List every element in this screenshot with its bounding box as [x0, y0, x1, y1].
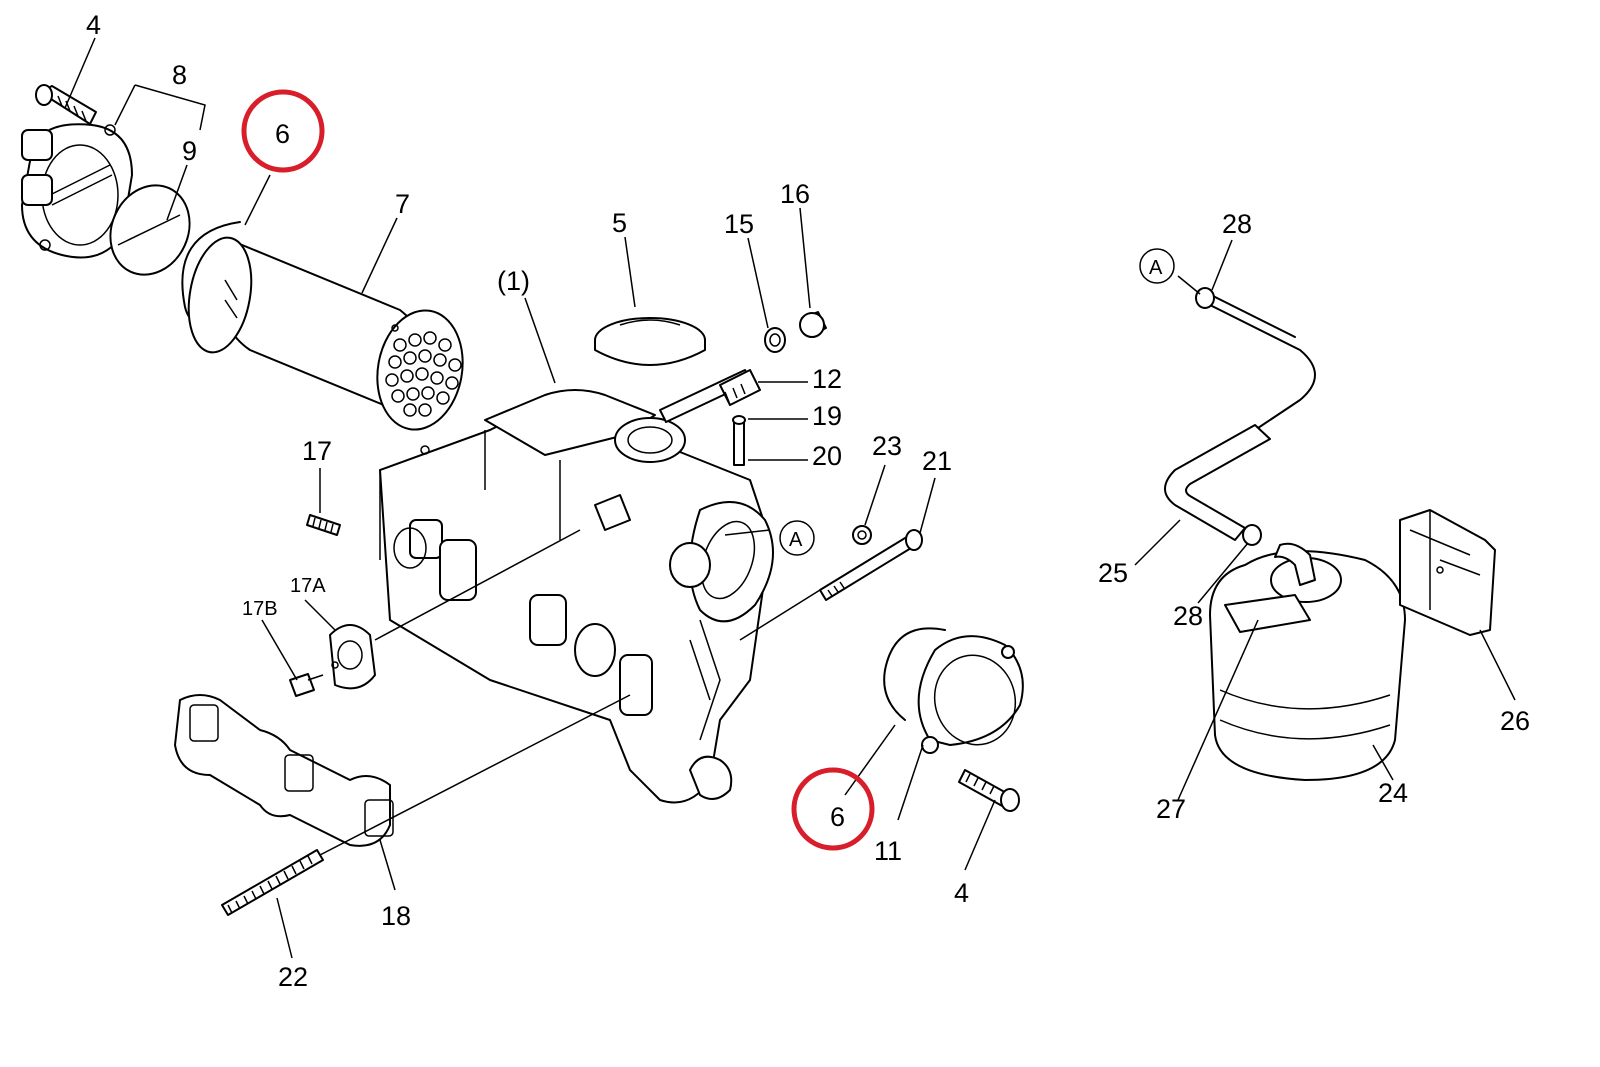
assembly-line-22 — [319, 694, 631, 856]
assembly-line-21 — [739, 589, 821, 641]
bolt-21 — [819, 529, 923, 601]
callout-17B: 17B — [242, 598, 278, 620]
bolt-4-bottom — [958, 769, 1020, 812]
callout-6-top: 6 — [275, 119, 290, 149]
callout-1: (1) — [497, 266, 530, 296]
callout-25: 25 — [1098, 558, 1128, 588]
callout-17A: 17A — [290, 575, 326, 597]
callout-19: 19 — [812, 401, 842, 431]
gasket-17A — [329, 624, 376, 690]
callout-A-right: A — [1149, 257, 1163, 279]
callout-28-top: 28 — [1222, 209, 1252, 239]
reference-circle-A-left — [779, 520, 815, 556]
washer-15 — [764, 327, 786, 353]
callout-4-top: 4 — [86, 10, 101, 40]
clamp-28-top — [1195, 287, 1215, 309]
reference-circle-A-right — [1139, 248, 1175, 284]
callout-9: 9 — [182, 136, 197, 166]
callout-6-bottom: 6 — [830, 802, 845, 832]
highlight-circle-6-bottom — [791, 767, 875, 851]
gasket-18 — [174, 694, 394, 847]
o-ring-6-bottom — [883, 627, 946, 721]
callout-5: 5 — [612, 208, 627, 238]
callout-20: 20 — [812, 441, 842, 471]
assembly-line-17a — [374, 529, 581, 641]
callout-15: 15 — [724, 209, 754, 239]
clamp-28-bottom — [1242, 524, 1262, 546]
callout-24: 24 — [1378, 778, 1408, 808]
callout-7: 7 — [395, 189, 410, 219]
callout-A-left: A — [789, 529, 803, 551]
callout-4-bottom: 4 — [954, 878, 969, 908]
callout-11: 11 — [874, 836, 902, 866]
fitting-12 — [659, 369, 761, 423]
filter-element-7 — [187, 236, 464, 431]
o-ring-9 — [109, 184, 191, 276]
callout-28-bottom: 28 — [1173, 601, 1203, 631]
highlight-circles — [241, 89, 875, 851]
callout-18: 18 — [381, 901, 411, 931]
bracket-26 — [1399, 509, 1496, 636]
callout-23: 23 — [872, 431, 902, 461]
tube-19-20 — [732, 415, 746, 466]
cover-11 — [917, 635, 1024, 754]
stud-17 — [306, 514, 341, 536]
plug-16 — [799, 311, 827, 338]
bolt-4-top — [35, 84, 97, 125]
filter-element-7-mesh — [385, 331, 462, 417]
callout-labels: 4 8 9 6 7 (1) 5 15 16 12 19 20 17 17A 17… — [86, 10, 1530, 992]
callout-22: 22 — [278, 962, 308, 992]
callout-8: 8 — [172, 60, 187, 90]
callout-27: 27 — [1156, 794, 1186, 824]
callout-16: 16 — [780, 179, 810, 209]
callout-12: 12 — [812, 364, 842, 394]
nut-23 — [852, 525, 872, 545]
cover-8 — [21, 123, 133, 259]
callout-21: 21 — [922, 446, 952, 476]
leader-lines — [64, 37, 1516, 959]
label-27 — [1224, 594, 1311, 633]
stud-22 — [221, 849, 324, 916]
hose-25 — [1164, 291, 1316, 541]
callout-26: 26 — [1500, 706, 1530, 736]
highlight-circle-6-top — [241, 89, 325, 173]
housing-1 — [379, 389, 774, 804]
cap-5 — [594, 317, 706, 366]
callout-17: 17 — [302, 436, 332, 466]
